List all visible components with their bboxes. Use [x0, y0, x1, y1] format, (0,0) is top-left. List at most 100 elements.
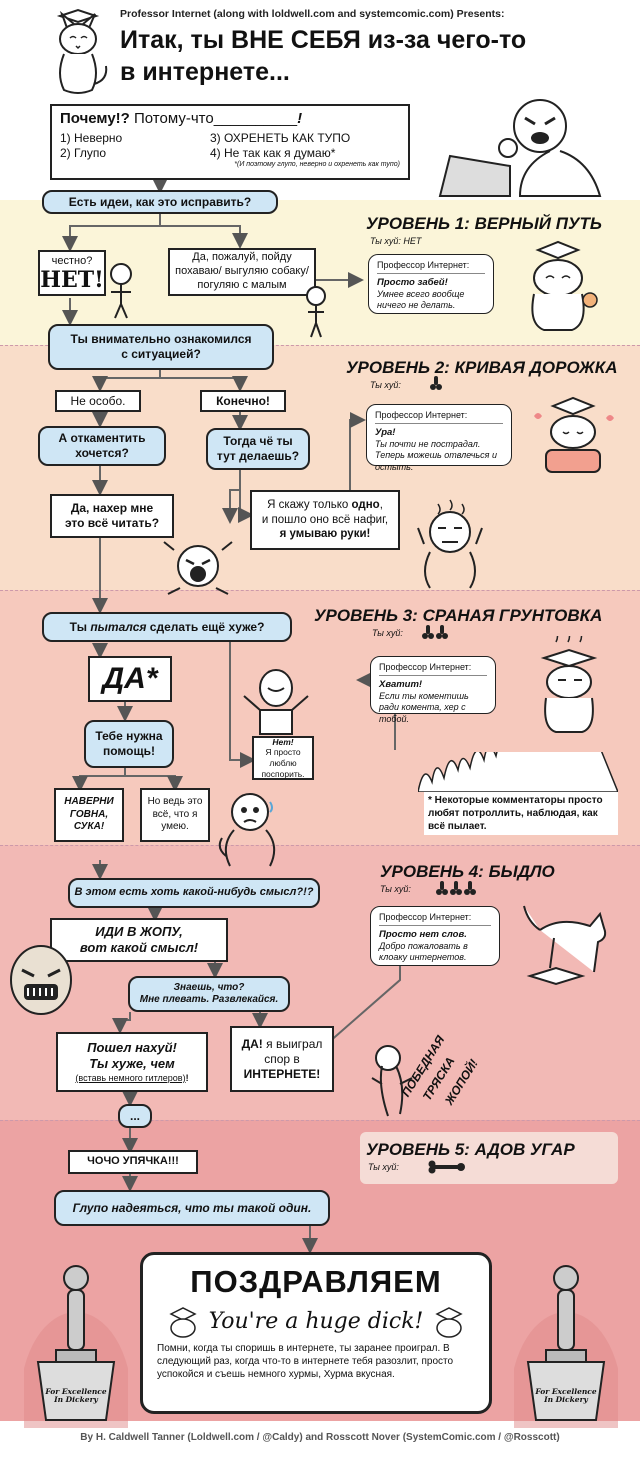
- final-congrats-box: ПОЗДРАВЛЯЕМ You're a huge dick! Помни, к…: [140, 1252, 492, 1414]
- question-checked-situation: Ты внимательно ознакомился с ситуацией?: [48, 324, 274, 370]
- fuckoff-line3: (вставь немного гитлеров): [75, 1072, 186, 1083]
- go-to-ass-box: ИДИ В ЖОПУ, вот какой смысл!: [50, 918, 228, 962]
- professor-cat-level2: [528, 396, 618, 480]
- level4-speaker: Профессор Интернет:: [379, 912, 491, 927]
- level1-speech: Профессор Интернет: Просто забей! Умнее …: [368, 254, 494, 314]
- wash-line3: я умываю руки!: [279, 528, 371, 541]
- dont-care-line1: Знаешь, что?: [173, 981, 245, 993]
- no-troll-box: Нет! Я просто люблю поспорить.: [252, 736, 314, 780]
- question-why-here: Тогда чё ты тут делаешь?: [206, 428, 310, 470]
- why-box: Почему!? Потому-что__________! 1) Неверн…: [50, 104, 410, 180]
- trophy-right: [510, 1252, 622, 1460]
- level4-bold: Просто нет слов.: [379, 929, 467, 941]
- why-option-2: 2) Глупо: [60, 145, 107, 160]
- fuckoff-line1: Пошел нахуй!: [87, 1040, 177, 1056]
- question-want-comment: А откаментить хочется?: [38, 426, 166, 466]
- why-option-4: 4) Не так как я думаю*: [210, 145, 336, 160]
- wash-line1c: ,: [379, 499, 383, 512]
- professor-cat-logo: [50, 6, 112, 98]
- need-help-pill: Тебе нужна помощь!: [84, 720, 174, 768]
- no-troll-text: Я просто люблю поспорить.: [261, 747, 305, 779]
- chocho-box: ЧОЧО УПЯЧКА!!!: [68, 1150, 198, 1174]
- dick-icons-3: [436, 881, 478, 895]
- wash-line1b: одно: [351, 499, 380, 512]
- credits-footer: By H. Caldwell Tanner (Loldwell.com / @C…: [80, 1432, 560, 1443]
- q2-line1: Ты внимательно ознакомился: [70, 332, 252, 346]
- level3-sub: Ты хуй:: [372, 628, 403, 638]
- header-presents: Professor Internet (along with loldwell.…: [120, 8, 505, 20]
- level2-sub: Ты хуй:: [370, 380, 401, 390]
- sweaty-guy: [216, 788, 288, 870]
- q3-line1: А откаментить: [58, 431, 146, 445]
- dots-pill: ...: [118, 1104, 152, 1128]
- only-one-pill: Глупо надеяться, что ты такой один.: [54, 1190, 330, 1226]
- question-fix-ideas: Есть идеи, как это исправить?: [42, 190, 278, 214]
- troll-footnote: * Некоторые комментаторы просто любят по…: [424, 792, 618, 835]
- help-line1: Тебе нужна: [95, 729, 163, 743]
- yes-big-box: ДА*: [88, 656, 172, 702]
- read-line1: Да, нахер мне: [70, 501, 154, 515]
- cat-head-icon-left: [168, 1306, 197, 1338]
- q4-line2: тут делаешь?: [216, 449, 300, 463]
- question-made-worse: Ты пытался сделать ещё хуже?: [42, 612, 292, 642]
- q3-line2: хочется?: [75, 446, 129, 460]
- professor-cat-level3: [524, 631, 614, 736]
- level3-text: Если ты коментишь ради комента, хер с то…: [379, 691, 469, 724]
- ass-line1: ИДИ В ЖОПУ,: [95, 923, 183, 939]
- flames: [417, 708, 620, 793]
- cat-head-icon-right: [435, 1306, 464, 1338]
- fuckoff-excl: !: [185, 1072, 189, 1083]
- level2-title: УРОВЕНЬ 2: КРИВАЯ ДОРОЖКА: [346, 358, 618, 377]
- butt-shaking-guy: [366, 1044, 422, 1120]
- exasperated-guy: [408, 498, 494, 590]
- wash-line2: и пошло оно всё нафиг,: [261, 513, 389, 526]
- honest-no-box: честно? НЕТ!: [38, 250, 106, 296]
- won-line2: спор в: [264, 1051, 300, 1066]
- q5-c: сделать ещё хуже?: [146, 619, 265, 634]
- congrats-text: Помни, когда ты споришь в интернете, ты …: [157, 1342, 454, 1380]
- page-title-line2: в интернете...: [120, 58, 290, 86]
- stick-guy-honest: [106, 262, 136, 322]
- congrats-script: You're a huge dick!: [208, 1309, 424, 1334]
- why-option-3: 3) ОХРЕНЕТЬ КАК ТУПО: [210, 130, 351, 145]
- why-title: Почему!?: [60, 110, 130, 127]
- trophy-right-plaque: For Excellence In Dickery: [532, 1387, 600, 1405]
- dick-icons-2: [422, 625, 450, 639]
- all-i-can-box: Но ведь это всё, что я умею.: [140, 788, 210, 842]
- level1-title: УРОВЕНЬ 1: ВЕРНЫЙ ПУТЬ: [366, 214, 602, 233]
- trophy-left-l1: For Excellence: [45, 1387, 107, 1396]
- angry-guy-laptop: [430, 96, 630, 200]
- wash-hands-box: Я скажу только одно, и пошло оно всё наф…: [250, 490, 400, 550]
- page-title-line1: Итак, ты ВНЕ СЕБЯ из-за чего-то: [120, 26, 527, 54]
- level1-bold: Просто забей!: [377, 277, 448, 289]
- why-option-1: 1) Неверно: [60, 130, 123, 145]
- professor-cat-level1: [508, 240, 608, 332]
- wash-line1a: Я скажу только: [267, 499, 352, 512]
- honest-big: НЕТ!: [40, 266, 104, 293]
- level4-title: УРОВЕНЬ 4: БЫДЛО: [380, 862, 555, 881]
- q4-line1: Тогда чё ты: [223, 434, 293, 448]
- trophy-left-plaque: For Excellence In Dickery: [42, 1387, 110, 1405]
- read-all-box: Да, нахер мне это всё читать?: [50, 494, 174, 538]
- won-line1a: ДА!: [241, 1036, 263, 1051]
- stick-guy-thinking: [302, 286, 330, 340]
- trophy-right-l1: For Excellence: [535, 1387, 597, 1396]
- fuck-off-box: Пошел нахуй! Ты хуже, чем (вставь немног…: [56, 1032, 208, 1092]
- eat-shit-box: НАВЕРНИ ГОВНА, СУКА!: [54, 788, 124, 842]
- why-title-rest: Потому-что: [134, 110, 214, 127]
- why-excl: !: [297, 110, 303, 127]
- level3-title: УРОВЕНЬ 3: СРАНАЯ ГРУНТОВКА: [314, 606, 603, 625]
- q5-a: Ты: [69, 619, 91, 634]
- dont-care-pill: Знаешь, что? Мне плевать. Развлекайся.: [128, 976, 290, 1012]
- help-line2: помощь!: [103, 744, 155, 758]
- level3-bold: Хватит!: [379, 679, 423, 691]
- congrats-title: ПОЗДРАВЛЯЕМ: [190, 1264, 442, 1299]
- level2-speech: Профессор Интернет: Ура! Ты почти не пос…: [366, 404, 512, 472]
- q2-line2: с ситуацией?: [121, 347, 201, 361]
- won-line1b: я выиграл: [262, 1036, 323, 1051]
- level3-speech: Профессор Интернет: Хватит! Если ты коме…: [370, 656, 496, 724]
- q5-b: пытался: [90, 619, 147, 634]
- cat-walking-away: [520, 890, 620, 990]
- level2-text: Ты почти не пострадал. Теперь можешь отв…: [375, 439, 497, 472]
